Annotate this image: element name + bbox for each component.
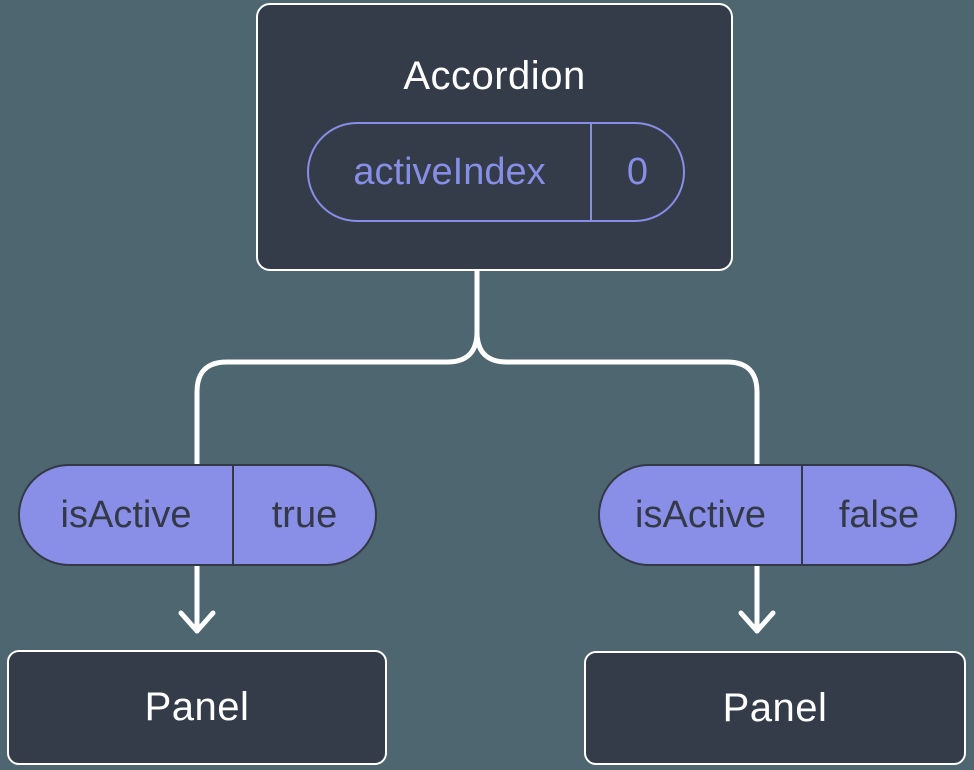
state-pill-name-segment: activeIndex [309,124,592,220]
prop-pill: isActive false [598,464,957,566]
prop-pill-name-segment: isActive [20,466,234,564]
component-title: Accordion [403,54,586,98]
panel-component-node: Panel [7,650,387,765]
prop-pill-name-segment: isActive [600,466,803,564]
accordion-component-node: Accordion activeIndex 0 [256,3,733,271]
left-branch-line [194,259,480,634]
prop-name-label: isActive [60,493,192,536]
state-pill-value-segment: 0 [592,124,683,220]
prop-name-label: isActive [635,493,766,536]
state-pill: activeIndex 0 [307,122,685,222]
arrow-down-icon [178,610,216,634]
left-branch-connector [178,259,480,634]
state-value-label: 0 [626,150,649,193]
prop-pill: isActive true [18,464,377,566]
panel-component-node: Panel [584,651,966,765]
right-branch-connector [474,259,776,634]
component-title: Panel [722,685,828,730]
prop-pill-value-segment: true [234,466,375,564]
prop-value-label: true [271,493,338,536]
prop-pill-value-segment: false [803,466,955,564]
component-title: Panel [144,685,250,729]
right-branch-line [474,259,760,634]
arrow-down-icon [738,610,776,634]
state-name-label: activeIndex [353,150,546,193]
prop-value-label: false [838,493,920,536]
